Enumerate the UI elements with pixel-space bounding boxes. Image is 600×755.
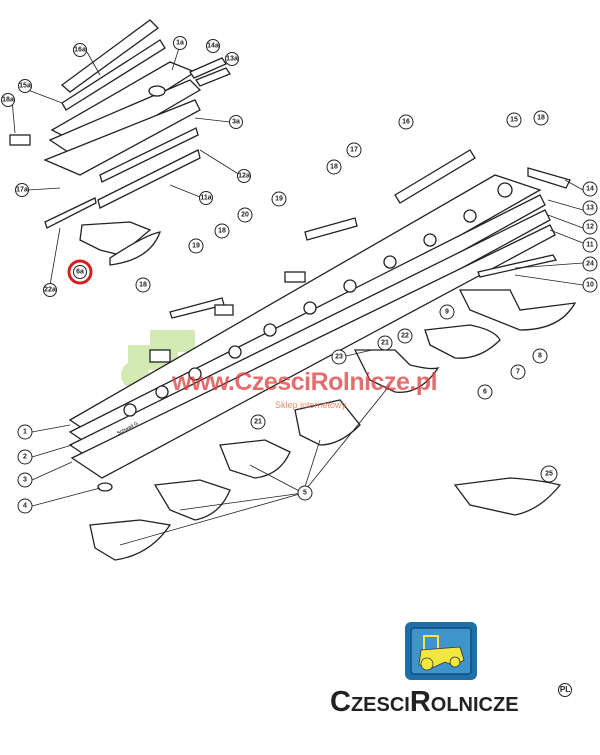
svg-text:24: 24 <box>586 261 594 268</box>
svg-text:23: 23 <box>335 354 343 361</box>
callout: 19 <box>271 191 287 207</box>
svg-text:15: 15 <box>510 117 518 124</box>
callout: 20 <box>237 207 253 223</box>
svg-text:11: 11 <box>586 242 594 249</box>
svg-text:22a: 22a <box>44 287 56 294</box>
svg-text:18: 18 <box>330 164 338 171</box>
svg-text:17: 17 <box>350 147 358 154</box>
callouts-upper-left: 16a 1a 14a 13a 15a 18a 3a 12a 17a 11a 22… <box>1 36 251 297</box>
callout: 25 <box>540 465 558 483</box>
watermark-url: www.CzesciRolnicze.pl <box>172 368 438 396</box>
callout: 17a <box>15 183 29 197</box>
callout: 13a <box>225 52 239 66</box>
svg-text:11a: 11a <box>200 195 211 202</box>
logo-part1: Czesci <box>330 686 410 718</box>
svg-text:7: 7 <box>516 369 520 376</box>
callout: 22 <box>397 328 413 344</box>
callout: 24 <box>582 256 598 272</box>
svg-text:22: 22 <box>401 333 409 340</box>
callout: 18 <box>214 223 230 239</box>
callout: 13 <box>582 200 598 216</box>
callout: 21 <box>250 414 266 430</box>
callouts-main: 16 15 18 17 18 19 20 18 19 18 14 13 12 1… <box>17 110 598 514</box>
callout-highlighted: 6a <box>67 259 93 285</box>
callout: 1a <box>173 36 187 50</box>
callout: 4 <box>17 498 33 514</box>
svg-text:2: 2 <box>23 454 27 461</box>
svg-text:3a: 3a <box>232 119 240 126</box>
svg-text:9: 9 <box>445 309 449 316</box>
callout: 15 <box>506 112 522 128</box>
logo-part2: Rolnicze <box>409 686 519 718</box>
svg-text:16: 16 <box>402 119 410 126</box>
svg-text:21: 21 <box>381 340 389 347</box>
svg-text:18a: 18a <box>2 97 14 104</box>
callout: 3a <box>229 115 243 129</box>
callout: 19 <box>188 238 204 254</box>
callout: 15a <box>18 79 32 93</box>
callout: 5 <box>297 485 313 501</box>
svg-text:10: 10 <box>586 282 594 289</box>
callout: 1 <box>17 424 33 440</box>
callout: 6 <box>477 384 493 400</box>
logo-wordmark: CzesciRolnicze <box>330 686 519 718</box>
callout: 22a <box>43 283 57 297</box>
svg-text:5: 5 <box>303 490 307 497</box>
callout: 14a <box>206 39 220 53</box>
callout: 18a <box>1 93 15 107</box>
svg-text:14a: 14a <box>207 43 219 50</box>
callout: 7 <box>510 364 526 380</box>
svg-text:14: 14 <box>586 186 594 193</box>
svg-text:12a: 12a <box>238 173 250 180</box>
svg-text:19: 19 <box>192 243 200 250</box>
callout: 9 <box>439 304 455 320</box>
callout: 14 <box>582 181 598 197</box>
callout: 21 <box>377 335 393 351</box>
svg-text:16a: 16a <box>74 47 86 54</box>
svg-text:13: 13 <box>586 205 594 212</box>
callout: 18 <box>135 277 151 293</box>
callout: 8 <box>532 348 548 364</box>
svg-text:18: 18 <box>537 115 545 122</box>
logo-mark: PL <box>558 683 572 697</box>
svg-text:15a: 15a <box>19 83 31 90</box>
svg-text:21: 21 <box>254 419 262 426</box>
callout: 18 <box>533 110 549 126</box>
svg-text:3: 3 <box>23 477 27 484</box>
svg-text:20: 20 <box>241 212 249 219</box>
callout: 17 <box>346 142 362 158</box>
svg-text:13a: 13a <box>226 56 238 63</box>
svg-text:18: 18 <box>218 228 226 235</box>
svg-text:25: 25 <box>545 471 553 478</box>
callout: 11 <box>582 237 598 253</box>
svg-text:4: 4 <box>23 503 27 510</box>
callout: 16 <box>398 114 414 130</box>
watermark-subtitle: Sklep internetowy <box>275 400 347 410</box>
callout: 11a <box>199 191 213 205</box>
svg-text:12: 12 <box>586 224 594 231</box>
tractor-icon <box>418 635 465 671</box>
svg-text:6a: 6a <box>76 269 84 276</box>
svg-text:17a: 17a <box>16 187 28 194</box>
svg-text:8: 8 <box>538 353 542 360</box>
callout: 10 <box>582 277 598 293</box>
svg-text:18: 18 <box>139 282 147 289</box>
svg-text:19: 19 <box>275 196 283 203</box>
callout: 16a <box>73 43 87 57</box>
callout: 2 <box>17 449 33 465</box>
callout: 23 <box>331 349 347 365</box>
svg-text:1a: 1a <box>176 40 184 47</box>
callout: 12 <box>582 219 598 235</box>
callout: 18 <box>326 159 342 175</box>
upper-left-assembly <box>9 19 231 266</box>
svg-text:6: 6 <box>483 389 487 396</box>
callout: 12a <box>237 169 251 183</box>
leader-lines <box>11 44 584 546</box>
callout: 3 <box>17 472 33 488</box>
logo-badge <box>405 622 477 680</box>
svg-text:1: 1 <box>23 429 27 436</box>
cutter-bar: Schwad G <box>68 149 577 561</box>
